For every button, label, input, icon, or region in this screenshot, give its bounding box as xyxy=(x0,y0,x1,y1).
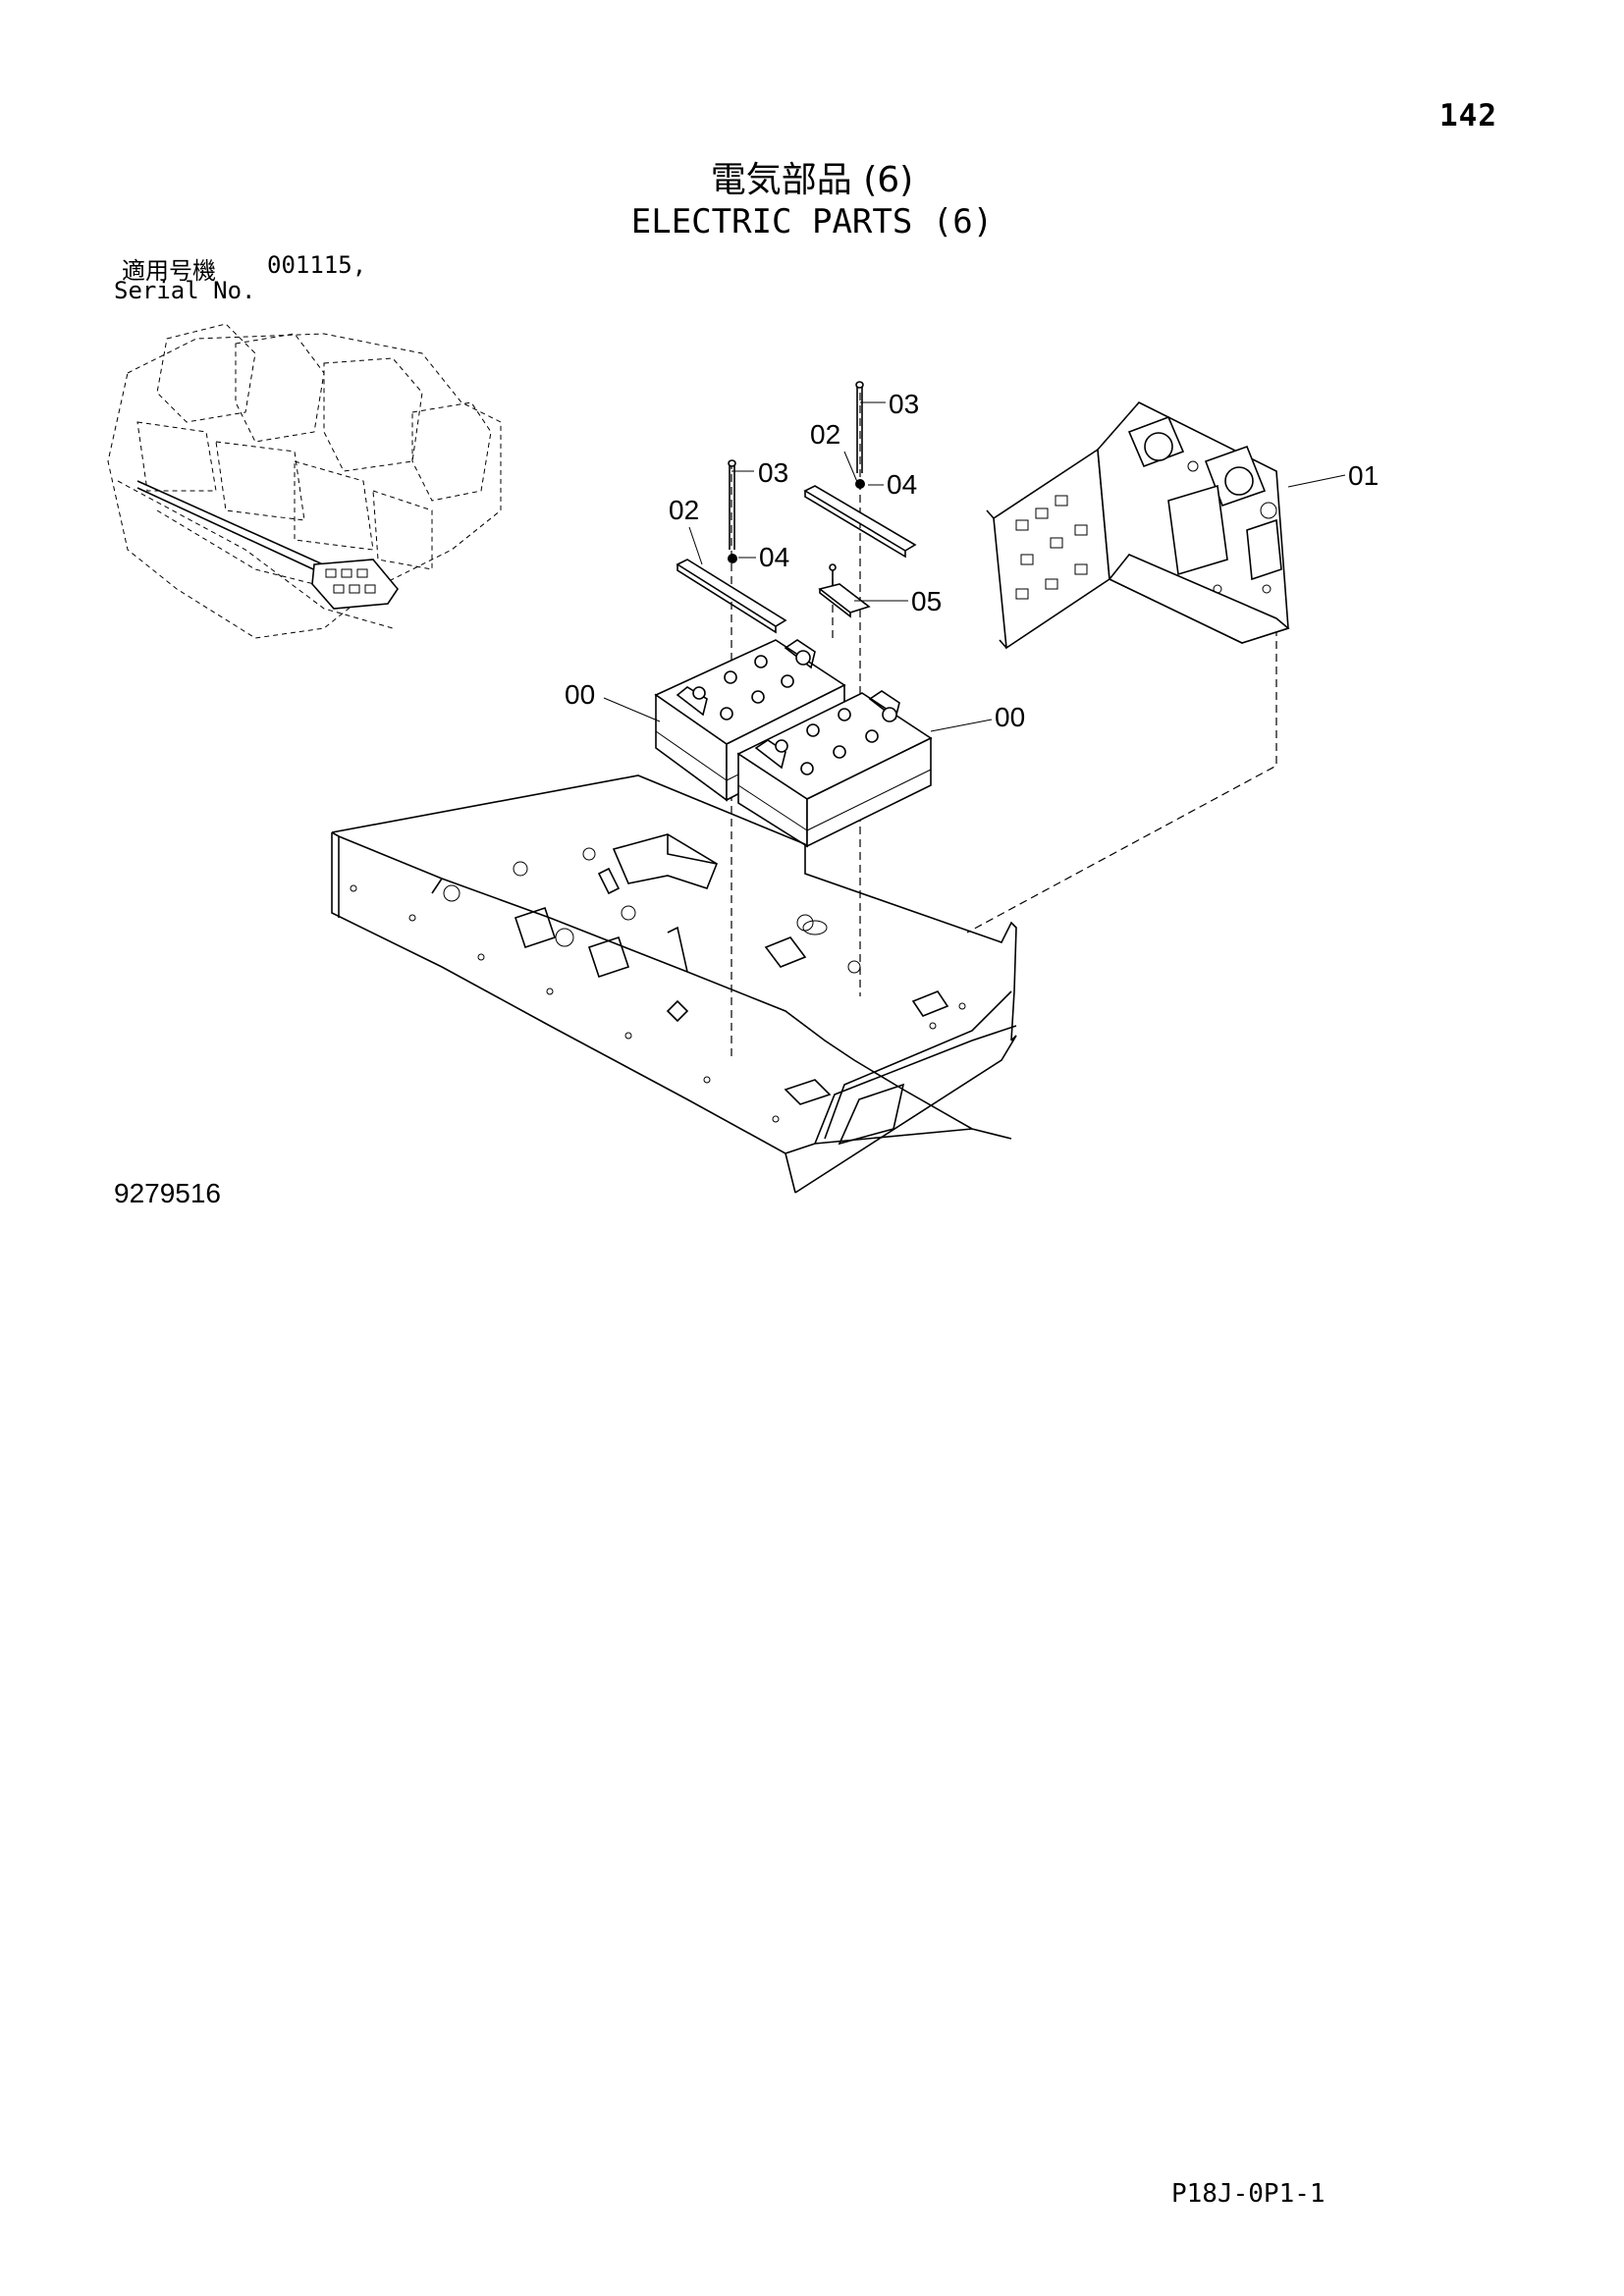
callout-leader-lines xyxy=(603,401,1346,732)
bracket-plate xyxy=(818,563,871,618)
callout-02-left: 02 xyxy=(669,495,699,525)
serial-number-value: 001115, xyxy=(267,251,367,279)
serial-label-english: Serial No. xyxy=(114,277,256,304)
upper-frame xyxy=(331,774,1017,1194)
machine-location-thumbnail xyxy=(107,323,502,639)
hold-down-bar-left xyxy=(676,559,787,634)
callout-04-left: 04 xyxy=(759,542,789,572)
page-title-japanese: 電気部品 (6) xyxy=(710,160,914,200)
hold-down-bar-right xyxy=(803,485,917,559)
callout-04-right: 04 xyxy=(887,469,917,500)
callout-00-left: 00 xyxy=(565,679,595,710)
callout-03-left: 03 xyxy=(758,457,788,488)
tie-down-rod-right xyxy=(855,381,864,473)
callout-labels: 03 02 04 03 02 04 05 00 00 01 xyxy=(565,389,1379,732)
footer-code: P18J-0P1-1 xyxy=(1171,2179,1326,2209)
electrical-component-box xyxy=(986,401,1290,650)
nut-left xyxy=(728,554,737,563)
tie-down-rod-left xyxy=(728,459,736,550)
battery-right xyxy=(736,690,933,848)
drawing-number: 9279516 xyxy=(114,1178,222,1208)
callout-01: 01 xyxy=(1348,460,1379,491)
callout-03-right: 03 xyxy=(889,389,919,419)
callout-05: 05 xyxy=(911,586,942,616)
page-title-english: ELECTRIC PARTS (6) xyxy=(630,202,994,241)
serial-label-japanese: 適用号機 xyxy=(122,257,216,285)
callout-02-right: 02 xyxy=(810,419,840,450)
callout-00-right: 00 xyxy=(995,702,1025,732)
page-number: 142 xyxy=(1439,98,1497,133)
nut-right xyxy=(855,479,865,489)
